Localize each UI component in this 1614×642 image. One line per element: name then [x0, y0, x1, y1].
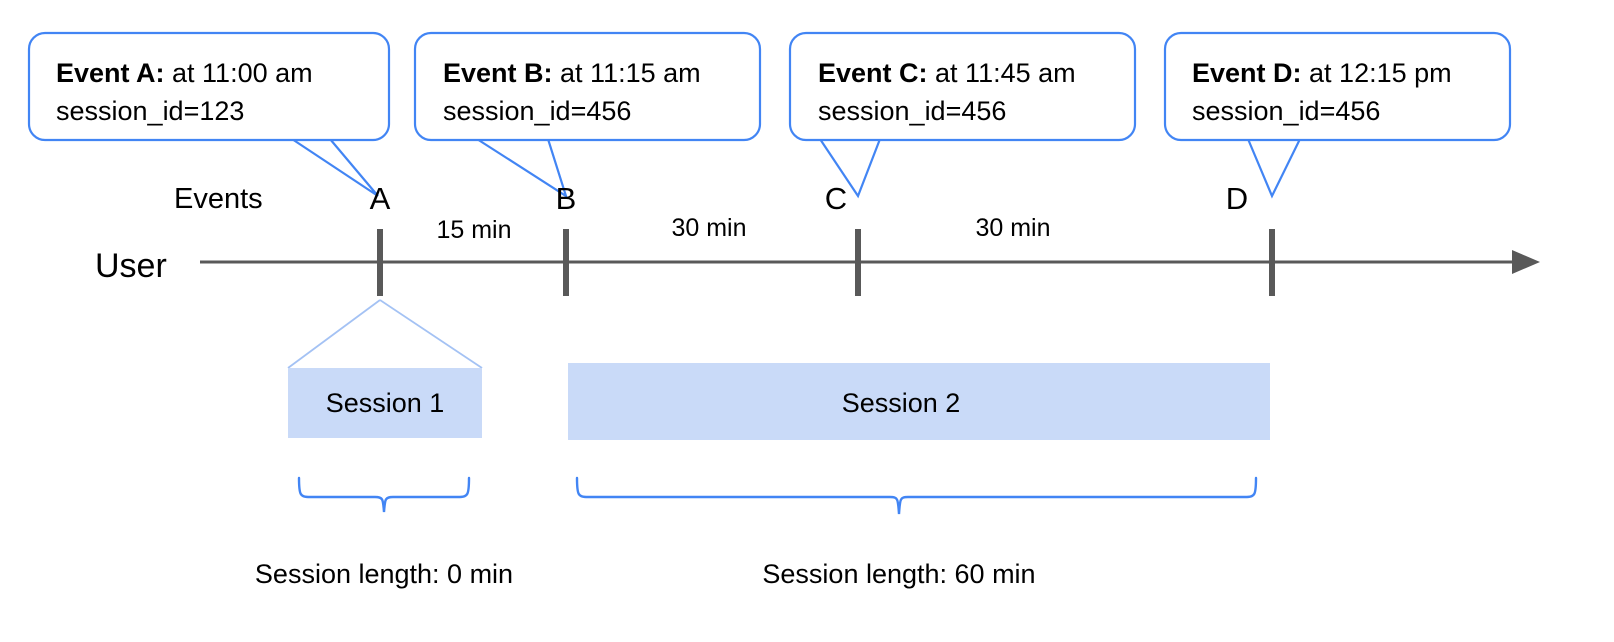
brace-path-2: [575, 476, 1258, 515]
event-letter-a: A: [370, 181, 391, 216]
callout-event-d[interactable]: [1163, 31, 1512, 199]
session-bar-2[interactable]: [568, 363, 1270, 440]
session-2-length-label: Session length: 60 min: [762, 559, 1035, 589]
callout-event-a[interactable]: [27, 31, 391, 197]
callout-a-line2: session_id=123: [56, 96, 244, 126]
callout-a-rest: at 11:00 am: [165, 58, 313, 88]
callout-a-line1: Event A: at 11:00 am: [56, 58, 313, 88]
event-letter-d: D: [1226, 181, 1248, 216]
callout-box-c: [788, 31, 1137, 142]
callout-d-line2: session_id=456: [1192, 96, 1380, 126]
event-letter-b: B: [556, 181, 577, 216]
session-1-funnel: [287, 299, 483, 369]
callout-a-lead: Event A:: [56, 58, 165, 88]
callout-c-rest: at 11:45 am: [928, 58, 1076, 88]
session-1-length-label: Session length: 0 min: [255, 559, 513, 589]
session-2-brace: [575, 476, 1258, 515]
funnel-right-edge: [379, 299, 483, 369]
callout-b-line2: session_id=456: [443, 96, 631, 126]
callout-b-lead: Event B:: [443, 58, 553, 88]
callout-box-b: [413, 31, 762, 142]
callout-c-line2: session_id=456: [818, 96, 1006, 126]
callout-b-rest: at 11:15 am: [553, 58, 701, 88]
callout-event-b[interactable]: [413, 31, 762, 199]
brace-path-1: [297, 476, 471, 513]
callout-d-rest: at 12:15 pm: [1302, 58, 1452, 88]
axis-arrow-icon: [1512, 250, 1540, 274]
gap-label-b-c: 30 min: [671, 214, 746, 242]
callout-d-lead: Event D:: [1192, 58, 1302, 88]
callout-event-c[interactable]: [788, 31, 1137, 199]
callout-box-d: [1163, 31, 1512, 142]
lane-label-events: Events: [174, 183, 263, 215]
callout-d-line1: Event D: at 12:15 pm: [1192, 58, 1452, 88]
lane-label-user: User: [95, 247, 167, 285]
session-2-label: Session 2: [842, 388, 961, 418]
session-bar-1[interactable]: [288, 368, 482, 438]
session-1-label: Session 1: [326, 388, 445, 418]
session-1-brace: [297, 476, 471, 513]
gap-label-a-b: 15 min: [436, 216, 511, 244]
callout-b-line1: Event B: at 11:15 am: [443, 58, 701, 88]
gap-label-c-d: 30 min: [975, 214, 1050, 242]
funnel-left-edge: [287, 299, 381, 369]
callout-c-line1: Event C: at 11:45 am: [818, 58, 1076, 88]
callout-box-a: [27, 31, 391, 142]
callout-c-lead: Event C:: [818, 58, 928, 88]
event-letter-c: C: [825, 181, 847, 216]
